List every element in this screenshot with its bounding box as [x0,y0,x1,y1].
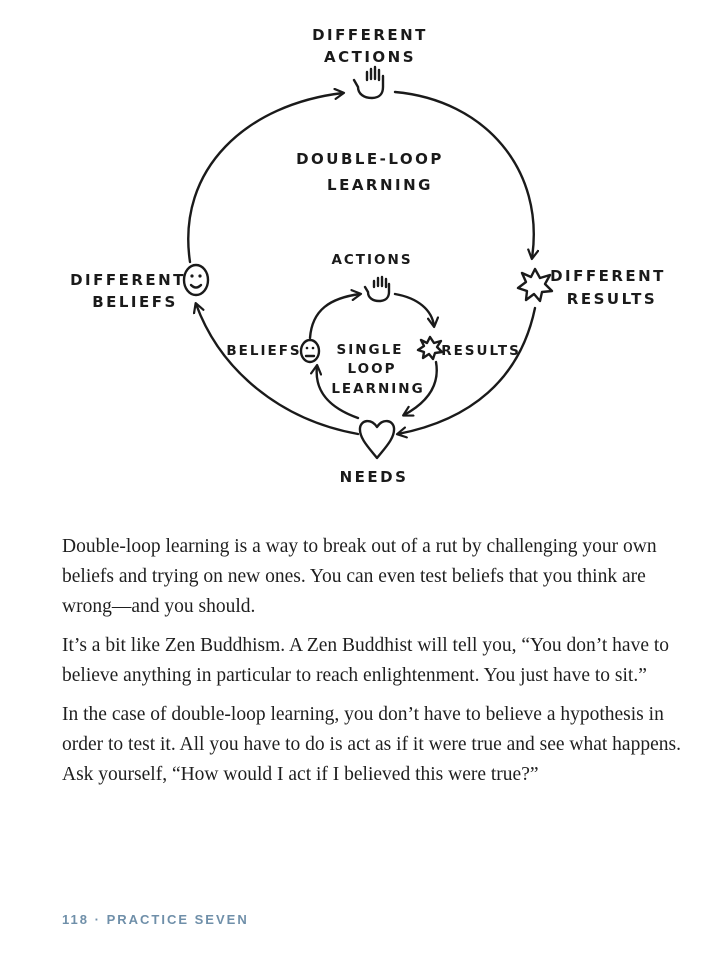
label-double-loop-title-1: DOUBLE-LOOP [296,150,444,168]
page-number: 118 [62,912,89,927]
outer-arrow-needs-to-beliefs [196,304,360,436]
label-different-beliefs-1: DIFFERENT [70,271,186,289]
label-results: RESULTS [441,343,521,359]
page-footer: 118 · PRACTICE SEVEN [62,912,249,927]
label-different-actions-2: ACTIONS [324,48,416,66]
neutral-face-icon [299,338,321,364]
heart-icon [358,419,396,460]
smiley-icon [182,263,210,297]
body-text: Double-loop learning is a way to break o… [62,532,682,799]
label-double-loop-title-2: LEARNING [327,176,433,194]
label-needs: NEEDS [340,468,409,486]
label-beliefs: BELIEFS [226,343,301,359]
label-single-loop-1: SINGLE [337,342,404,358]
paragraph-1: Double-loop learning is a way to break o… [62,536,657,617]
hand-icon [352,65,385,100]
burst-icon [416,335,444,361]
label-different-beliefs-2: BELIEFS [92,293,178,311]
paragraph-2: It’s a bit like Zen Buddhism. A Zen Budd… [62,635,670,686]
outer-arrow-actions-to-results [393,90,534,258]
burst-icon [516,267,554,303]
paragraph-3: In the case of double-loop learning, you… [62,704,681,785]
outer-arrow-results-to-needs [398,306,537,434]
label-different-actions-1: DIFFERENT [312,26,428,44]
label-single-loop-3: LEARNING [331,381,424,397]
outer-arrow-beliefs-to-actions [187,93,343,264]
inner-arrow-results-to-needs [404,360,438,415]
double-loop-diagram: DIFFERENT ACTIONS DOUBLE-LOOP LEARNING D… [70,26,666,486]
section-title: PRACTICE SEVEN [106,912,249,927]
label-single-loop-2: LOOP [348,361,397,377]
inner-arrow-needs-to-beliefs [317,366,360,420]
label-actions: ACTIONS [331,252,412,268]
footer-separator: · [94,912,101,927]
label-different-results-2: RESULTS [567,290,657,308]
label-different-results-1: DIFFERENT [550,267,666,285]
hand-icon [363,275,391,303]
inner-arrow-beliefs-to-actions [308,294,360,340]
inner-arrow-actions-to-results [393,292,434,326]
